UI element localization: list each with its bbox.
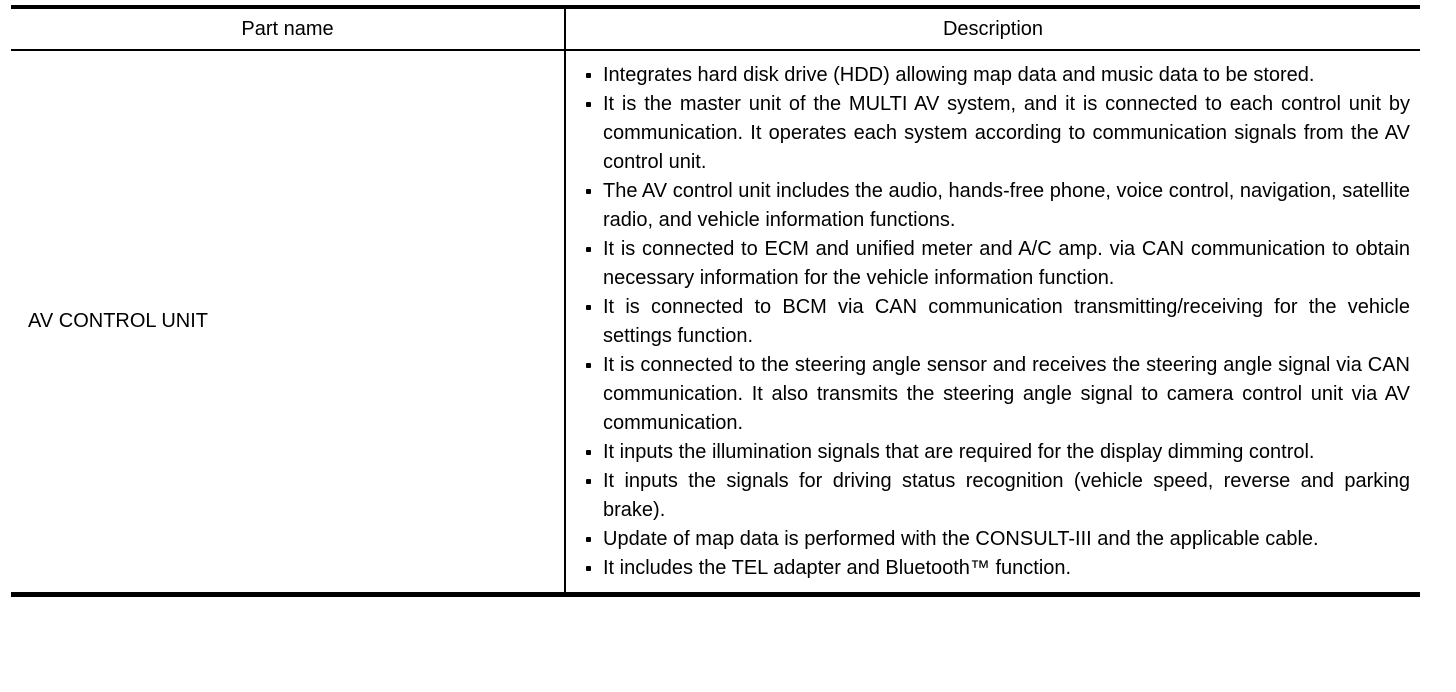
bullet-icon bbox=[586, 479, 591, 484]
bullet-icon bbox=[586, 247, 591, 252]
description-bullet-item: Update of map data is performed with the… bbox=[566, 525, 1410, 554]
table-header-row: Part name Description bbox=[11, 7, 1420, 51]
bullet-icon bbox=[586, 363, 591, 368]
description-bullet-text: The AV control unit includes the audio, … bbox=[603, 180, 1410, 231]
part-name-cell: AV CONTROL UNIT bbox=[11, 50, 566, 595]
description-bullet-text: It is connected to the steering angle se… bbox=[603, 354, 1410, 434]
description-cell: Integrates hard disk drive (HDD) allowin… bbox=[565, 50, 1420, 595]
description-bullet-text: It is connected to ECM and unified meter… bbox=[603, 238, 1410, 289]
description-bullet-item: It inputs the illumination signals that … bbox=[566, 438, 1410, 467]
description-bullet-text: Update of map data is performed with the… bbox=[603, 528, 1319, 550]
bullet-icon bbox=[586, 102, 591, 107]
description-bullet-item: It inputs the signals for driving status… bbox=[566, 467, 1410, 525]
description-bullet-item: It is connected to the steering angle se… bbox=[566, 351, 1410, 438]
description-bullet-item: The AV control unit includes the audio, … bbox=[566, 177, 1410, 235]
bullet-icon bbox=[586, 566, 591, 571]
description-bullet-item: It is the master unit of the MULTI AV sy… bbox=[566, 90, 1410, 177]
description-bullet-item: It is connected to BCM via CAN communica… bbox=[566, 293, 1410, 351]
table-row: AV CONTROL UNIT Integrates hard disk dri… bbox=[11, 50, 1420, 595]
description-bullet-text: It is connected to BCM via CAN communica… bbox=[603, 296, 1410, 347]
bullet-icon bbox=[586, 305, 591, 310]
description-bullet-text: It includes the TEL adapter and Bluetoot… bbox=[603, 557, 1072, 579]
description-list: Integrates hard disk drive (HDD) allowin… bbox=[566, 61, 1410, 583]
description-bullet-item: Integrates hard disk drive (HDD) allowin… bbox=[566, 61, 1410, 90]
parts-table: Part name Description AV CONTROL UNIT In… bbox=[11, 5, 1420, 597]
description-bullet-text: It is the master unit of the MULTI AV sy… bbox=[603, 93, 1410, 173]
description-bullet-text: Integrates hard disk drive (HDD) allowin… bbox=[603, 64, 1315, 86]
column-header-part-name: Part name bbox=[11, 7, 566, 51]
description-bullet-item: It is connected to ECM and unified meter… bbox=[566, 235, 1410, 293]
description-bullet-text: It inputs the signals for driving status… bbox=[603, 470, 1410, 521]
bullet-icon bbox=[586, 537, 591, 542]
column-header-description: Description bbox=[565, 7, 1420, 51]
bullet-icon bbox=[586, 189, 591, 194]
bullet-icon bbox=[586, 450, 591, 455]
description-bullet-item: It includes the TEL adapter and Bluetoot… bbox=[566, 554, 1410, 583]
bullet-icon bbox=[586, 73, 591, 78]
description-bullet-text: It inputs the illumination signals that … bbox=[603, 441, 1315, 463]
